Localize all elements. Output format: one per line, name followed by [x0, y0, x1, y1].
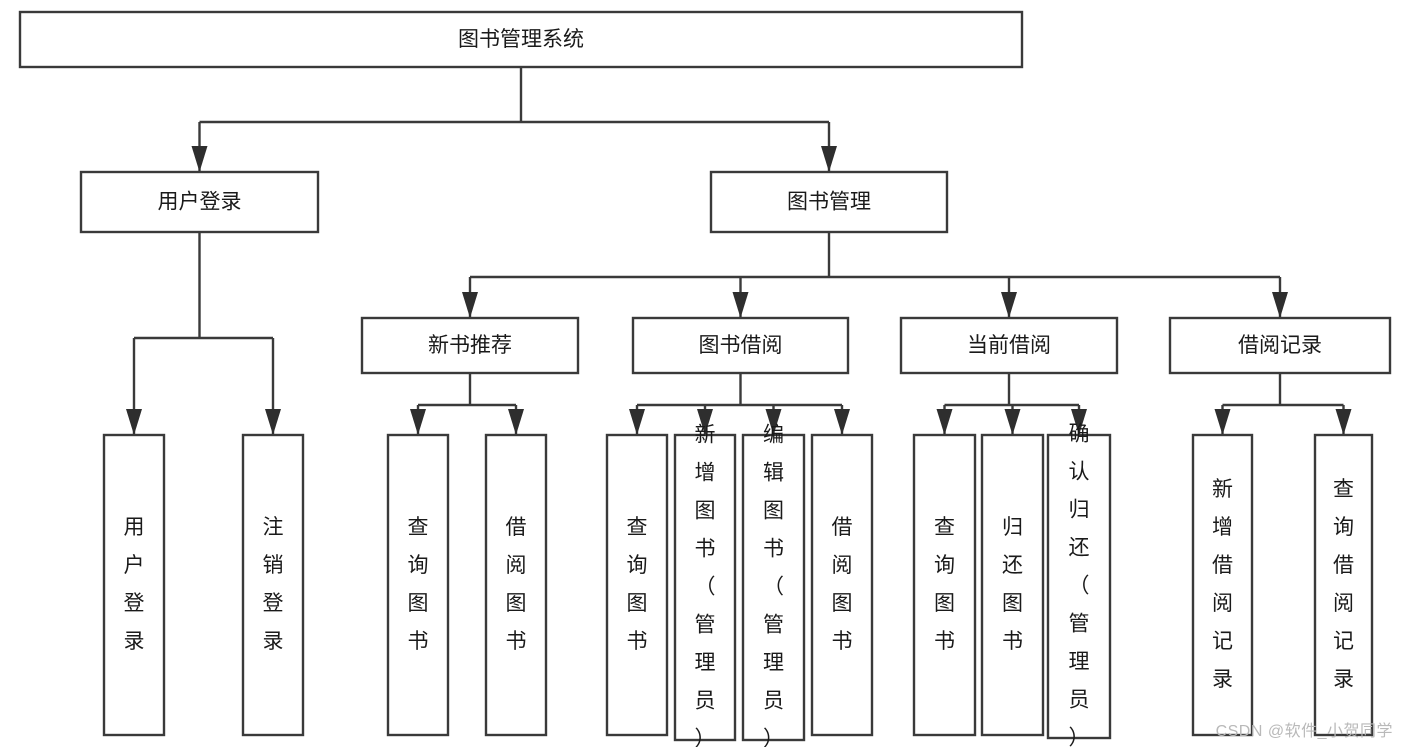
node-label: 新增借阅记录 — [1212, 478, 1233, 691]
node-leaf13[interactable]: 查询借阅记录 — [1313, 433, 1374, 737]
edge-arrowhead — [936, 409, 953, 435]
node-label: 编辑图书（管理员） — [763, 424, 784, 747]
node-leaf10[interactable]: 归还图书 — [980, 433, 1045, 737]
node-box[interactable] — [1046, 433, 1112, 740]
node-leaf9[interactable]: 查询图书 — [912, 433, 977, 737]
node-l2a[interactable]: 新书推荐 — [360, 316, 580, 375]
edge-arrowhead — [834, 409, 850, 435]
edge-arrowhead — [732, 292, 749, 318]
node-leaf7[interactable]: 编辑图书（管理员） — [741, 424, 806, 747]
node-box[interactable] — [241, 433, 305, 737]
node-leaf6[interactable]: 新增图书（管理员） — [673, 424, 737, 747]
node-label: 查询图书 — [934, 516, 955, 653]
nodes-layer: 图书管理系统用户登录图书管理新书推荐图书借阅当前借阅借阅记录用户登录注销登录查询… — [18, 10, 1392, 747]
edge-arrowhead — [508, 409, 524, 435]
edge-group-l2b — [629, 373, 850, 435]
node-leaf1[interactable]: 用户登录 — [102, 433, 166, 737]
node-l2d[interactable]: 借阅记录 — [1168, 316, 1392, 375]
watermark-text: CSDN @软件_小贺同学 — [1215, 723, 1393, 740]
edge-arrowhead — [765, 409, 782, 435]
node-box[interactable] — [1168, 316, 1392, 375]
edge-arrowhead — [1071, 409, 1087, 435]
node-label: 查询图书 — [408, 516, 429, 653]
node-l1a[interactable]: 用户登录 — [79, 170, 320, 234]
node-box[interactable] — [631, 316, 850, 375]
node-leaf11[interactable]: 确认归还（管理员） — [1046, 423, 1112, 747]
node-label: 用户登录 — [124, 516, 145, 653]
node-leaf8[interactable]: 借阅图书 — [810, 433, 874, 737]
node-label: 图书管理系统 — [458, 28, 584, 51]
node-label: 新增图书（管理员） — [695, 424, 716, 747]
edge-arrowhead — [126, 409, 142, 435]
node-box[interactable] — [386, 433, 450, 737]
node-label: 新书推荐 — [428, 334, 512, 357]
node-root[interactable]: 图书管理系统 — [18, 10, 1024, 69]
edge-group-l2a — [410, 373, 524, 435]
node-box[interactable] — [709, 170, 949, 234]
node-leaf3[interactable]: 查询图书 — [386, 433, 450, 737]
node-box[interactable] — [18, 10, 1024, 69]
edge-arrowhead — [821, 146, 837, 172]
node-leaf2[interactable]: 注销登录 — [241, 433, 305, 737]
node-box[interactable] — [1313, 433, 1374, 737]
node-label: 确认归还（管理员） — [1069, 423, 1090, 747]
edge-arrowhead — [265, 409, 281, 435]
edge-arrowhead — [1001, 292, 1017, 318]
edge-arrowhead — [191, 146, 208, 172]
node-label: 用户登录 — [158, 191, 242, 214]
edge-arrowhead — [697, 409, 713, 435]
node-leaf12[interactable]: 新增借阅记录 — [1191, 433, 1254, 737]
node-box[interactable] — [980, 433, 1045, 737]
edge-arrowhead — [1272, 292, 1288, 318]
node-box[interactable] — [912, 433, 977, 737]
node-leaf5[interactable]: 查询图书 — [605, 433, 669, 737]
node-box[interactable] — [899, 316, 1119, 375]
edges-layer — [126, 67, 1352, 435]
node-box[interactable] — [102, 433, 166, 737]
edge-group-l1b — [462, 232, 1288, 318]
node-label: 查询借阅记录 — [1333, 478, 1354, 691]
node-box[interactable] — [741, 433, 806, 742]
edge-arrowhead — [1335, 409, 1352, 435]
node-label: 当前借阅 — [967, 334, 1051, 357]
edge-arrowhead — [629, 409, 645, 435]
node-box[interactable] — [673, 433, 737, 742]
node-label: 图书管理 — [787, 191, 871, 214]
edge-group-l1a — [126, 232, 281, 435]
node-box[interactable] — [605, 433, 669, 737]
node-label: 注销登录 — [263, 516, 284, 653]
node-l2b[interactable]: 图书借阅 — [631, 316, 850, 375]
node-box[interactable] — [360, 316, 580, 375]
edge-group-l2c — [936, 373, 1087, 435]
node-label: 借阅图书 — [832, 516, 853, 653]
edge-arrowhead — [410, 409, 426, 435]
node-l1b[interactable]: 图书管理 — [709, 170, 949, 234]
node-box[interactable] — [1191, 433, 1254, 737]
edge-arrowhead — [1214, 409, 1231, 435]
edge-group-l2d — [1214, 373, 1352, 435]
node-box[interactable] — [79, 170, 320, 234]
node-label: 归还图书 — [1002, 516, 1023, 653]
node-label: 图书借阅 — [699, 334, 783, 357]
edge-group-root — [191, 67, 837, 172]
node-label: 借阅记录 — [1238, 334, 1322, 357]
node-l2c[interactable]: 当前借阅 — [899, 316, 1119, 375]
node-label: 借阅图书 — [506, 516, 527, 653]
node-box[interactable] — [810, 433, 874, 737]
node-box[interactable] — [484, 433, 548, 737]
edge-arrowhead — [1004, 409, 1021, 435]
edge-arrowhead — [462, 292, 478, 318]
node-label: 查询图书 — [627, 516, 648, 653]
node-leaf4[interactable]: 借阅图书 — [484, 433, 548, 737]
